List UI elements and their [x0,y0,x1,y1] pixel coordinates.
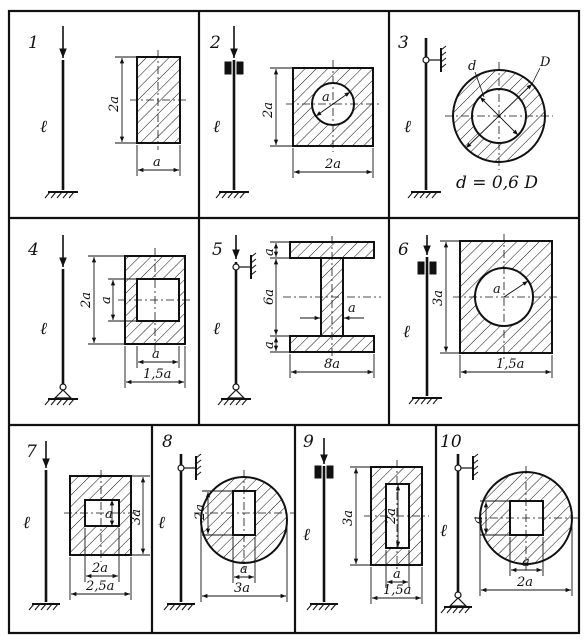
dim-width: 2,5a [85,579,114,594]
dim-web-height: 6a [262,289,277,305]
dim-height: 3a [431,290,446,306]
panel-3: 3 ℓ d D d = 0,6 D [398,33,553,199]
dim-width: 1,5a [143,367,171,382]
panel-4: 4 ℓ 2a a a 1,5a [27,235,192,406]
length-label: ℓ [213,117,220,137]
panel-number: 2 [209,33,221,53]
panel-number: 4 [27,240,39,260]
column-diagram [28,441,60,611]
dimension-lines [88,255,186,388]
panel-10: 10 ℓ a a 2a [440,432,578,614]
cross-section [474,466,578,570]
dimension-lines [479,500,573,596]
column-diagram [44,26,78,199]
dim-hole-width: a [393,567,401,582]
dim-hole-width: a [240,562,248,577]
dim-width: 2a [324,157,341,172]
dim-hole-width: a [152,347,160,362]
panel-7: 7 ℓ a 3a 2a 2,5a [23,441,150,611]
diameter-relation: d = 0,6 D [456,173,538,193]
dimension-lines [270,67,374,178]
dim-diameter: 2a [516,575,533,590]
column-diagram [217,235,257,406]
cross-section [286,60,380,152]
dim-hole-width: 2a [91,561,108,576]
dimension-lines [350,466,423,604]
dimension-lines [440,240,553,378]
dim-height: 3a [341,510,356,526]
panel-9: 9 ℓ 3a 2a a 1,5a [303,432,429,611]
panel-number: 7 [26,442,37,462]
cross-section [453,234,559,360]
dim-bottom-flange: a [262,341,277,349]
dim-width: a [153,155,161,170]
panel-6: 6 ℓ 3a a 1,5a [398,234,559,405]
column-diagram [440,453,479,614]
length-label: ℓ [404,117,411,137]
dim-top-flange: a [262,248,277,256]
cross-section [130,50,187,150]
length-label: ℓ [23,513,30,533]
dimension-lines [69,475,150,600]
column-diagram [407,38,447,199]
dim-radius: a [493,282,501,297]
panel-number: 9 [303,432,314,452]
panel-8: 8 ℓ 2a a 3a [158,432,294,611]
dim-diameter: 3a [234,581,250,596]
panel-number: 8 [162,432,173,452]
panel-number: 6 [398,240,409,260]
dim-hole-height: a [471,516,486,524]
length-label: ℓ [303,525,310,545]
panel-number: 1 [28,33,39,53]
column-diagram [163,453,202,611]
dim-hole: a [322,90,330,105]
length-label: ℓ [440,521,447,541]
dim-width: 1,5a [383,583,411,598]
panel-number: 3 [398,33,409,53]
panel-number: 5 [212,240,223,260]
dimension-lines [270,241,375,378]
length-label: ℓ [213,319,220,339]
column-diagram [215,26,249,199]
length-label: ℓ [40,319,47,339]
panel-number: 10 [440,432,462,452]
dim-height: 2a [79,292,94,309]
cross-section [118,248,192,352]
dim-web-width: a [348,301,356,316]
dim-outer-diameter: D [539,55,551,70]
dimension-lines [200,490,288,602]
length-label: ℓ [40,117,47,137]
column-diagram [44,235,78,406]
panel-5: 5 ℓ [212,235,381,406]
column-diagram [408,235,442,405]
dim-hole-height: 2a [384,508,399,525]
dim-hole-height: a [99,296,114,304]
column-diagram [306,438,338,611]
dimension-lines [115,56,181,176]
cross-section [445,62,553,170]
dim-hole-width: a [522,555,530,570]
cross-section [194,470,294,570]
panel-1: 1 ℓ 2a a [28,26,187,199]
dim-hole-height: 2a [193,504,208,521]
cross-section [364,460,429,572]
panel-2: 2 ℓ 2a 2a a [209,26,380,199]
dim-width: 1,5a [496,357,524,372]
dim-height: 2a [107,96,122,113]
dim-inner-diameter: d [468,59,476,74]
dim-height: 3a [129,509,144,525]
dim-flange-width: 8a [324,357,340,372]
length-label: ℓ [158,513,165,533]
length-label: ℓ [403,322,410,342]
grid-frame [7,9,581,635]
dim-hole-height: a [105,507,113,522]
dim-height: 2a [261,102,276,119]
cross-section [64,470,138,562]
centerlines [283,236,381,360]
cross-section [289,241,375,353]
